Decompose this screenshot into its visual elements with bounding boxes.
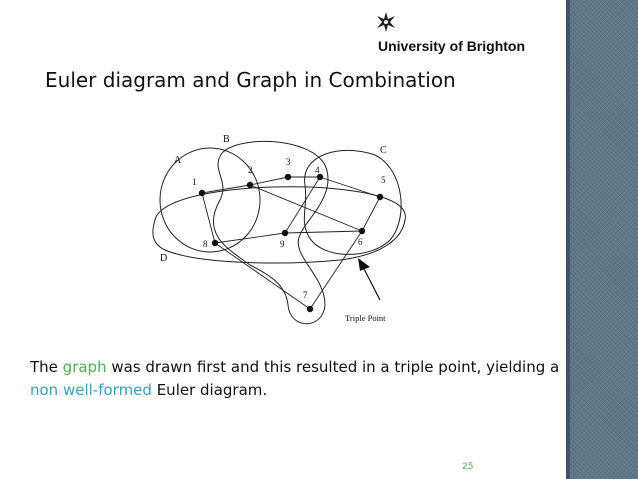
node-label: 5 xyxy=(381,175,386,185)
curve-b xyxy=(213,140,329,325)
caption-text: The xyxy=(30,358,63,376)
graph-node xyxy=(284,173,292,181)
triple-point-arrow xyxy=(358,258,381,301)
graph-node xyxy=(246,181,254,189)
node-label: 7 xyxy=(303,290,308,300)
node-label: 1 xyxy=(192,177,197,187)
curve-label-c: C xyxy=(380,145,387,156)
triple-point-label: Triple Point xyxy=(345,313,386,323)
university-name: University of Brighton xyxy=(378,38,526,54)
node-label: 2 xyxy=(248,165,253,175)
star-logo-icon xyxy=(377,12,395,32)
sidebar-edge xyxy=(566,0,570,479)
slide: University of Brighton Euler diagram and… xyxy=(30,12,560,472)
highlight-graph: graph xyxy=(62,358,107,376)
graph-node xyxy=(211,239,219,247)
highlight-non-well-formed: non well-formed xyxy=(30,381,152,399)
curve-label-a: A xyxy=(174,155,182,166)
graph-node xyxy=(198,189,206,197)
slide-title: Euler diagram and Graph in Combination xyxy=(45,68,456,92)
caption-text: was drawn first and this resulted in a t… xyxy=(106,358,560,376)
euler-graph-figure: 1 2 3 4 5 6 7 8 9 A B C D Triple Point xyxy=(152,134,406,325)
university-logo xyxy=(377,12,395,32)
decorative-sidebar xyxy=(566,0,638,479)
node-label: 3 xyxy=(286,157,291,167)
slide-caption: The graph was drawn first and this resul… xyxy=(30,356,560,402)
curve-a xyxy=(159,147,261,253)
graph-node xyxy=(281,229,289,237)
graph-node xyxy=(306,305,314,313)
graph-node xyxy=(358,227,366,235)
node-label: 6 xyxy=(358,237,363,247)
curve-d xyxy=(152,186,406,264)
graph-node xyxy=(376,193,384,201)
node-label: 9 xyxy=(280,239,285,249)
page-number: 25 xyxy=(462,462,474,472)
caption-text: Euler diagram. xyxy=(151,381,268,399)
graph-node xyxy=(316,173,324,181)
node-label: 4 xyxy=(315,165,320,175)
curve-c xyxy=(303,149,402,255)
curve-label-b: B xyxy=(223,134,230,145)
curve-label-d: D xyxy=(160,253,167,264)
node-label: 8 xyxy=(203,239,208,249)
